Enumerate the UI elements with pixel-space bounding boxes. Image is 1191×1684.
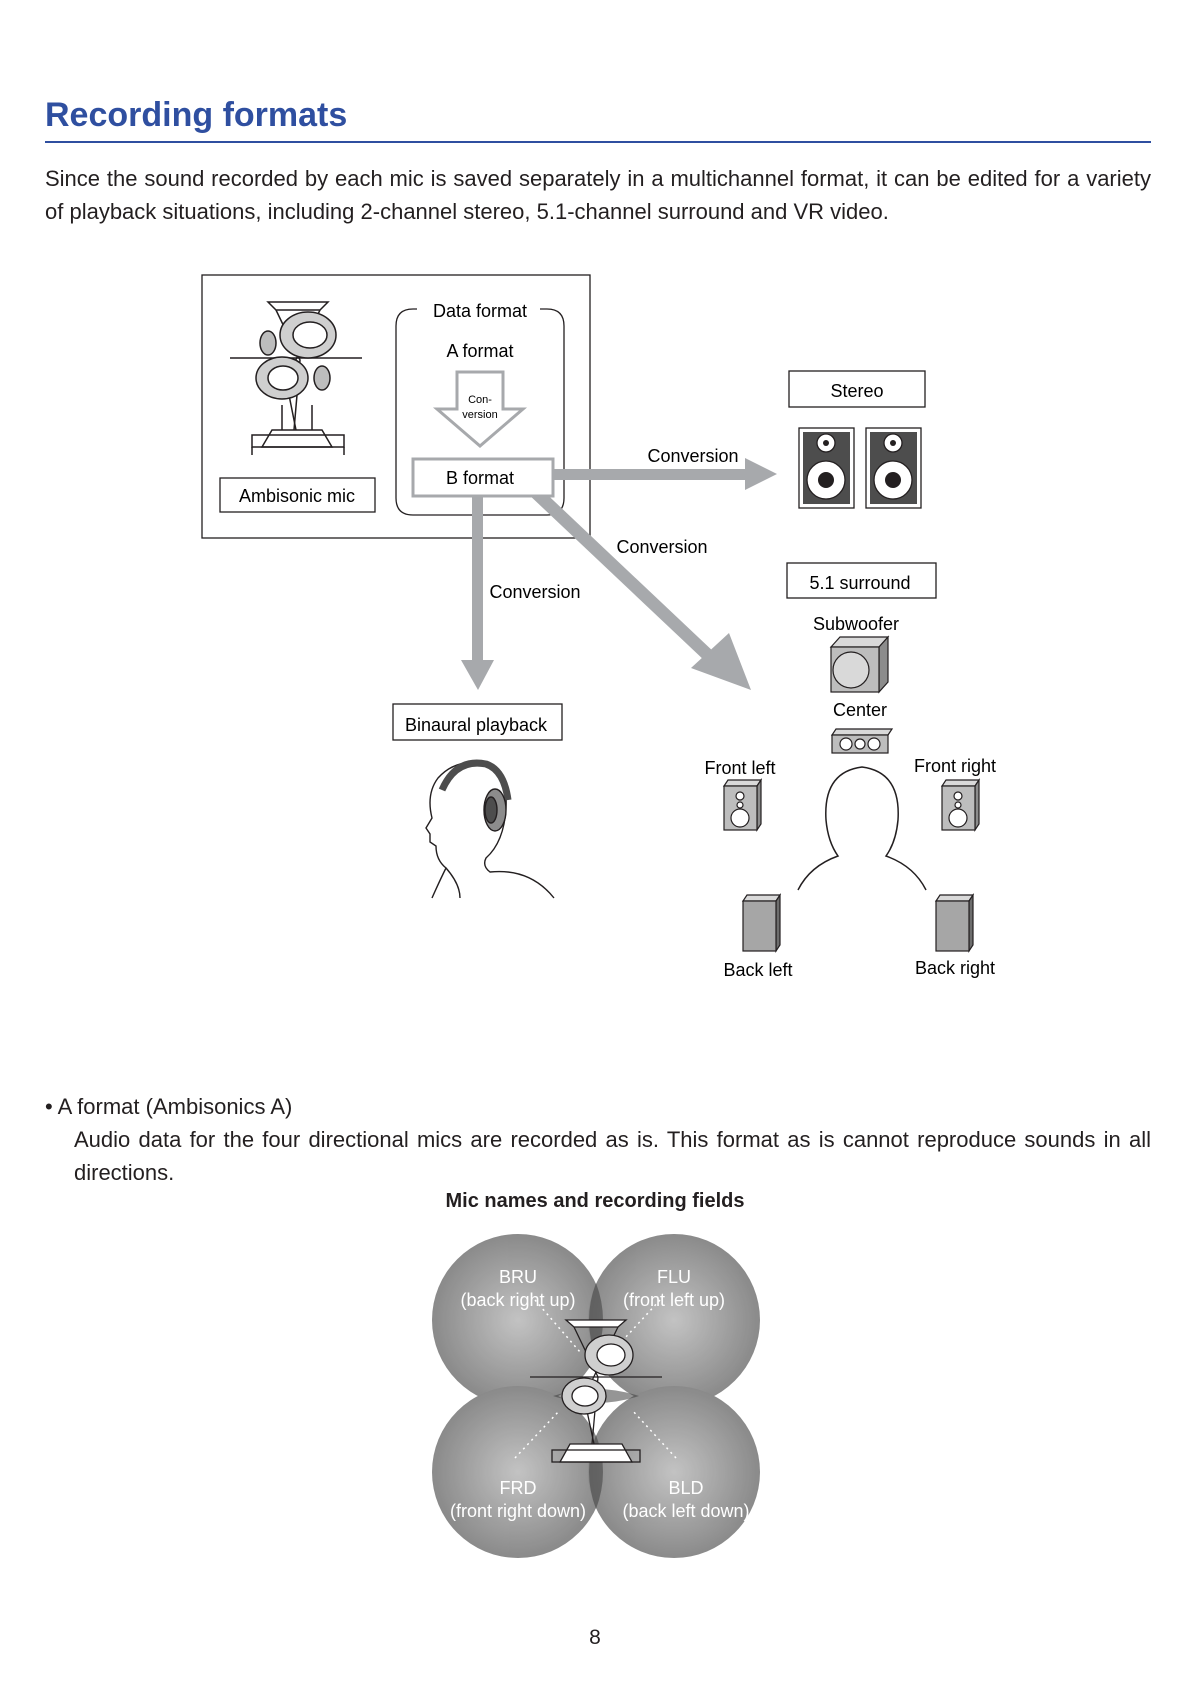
a-format-description: Audio data for the four directional mics… xyxy=(74,1127,1151,1185)
flu-desc: (front left up) xyxy=(623,1290,725,1310)
front-right-label: Front right xyxy=(914,756,996,776)
frd-desc: (front right down) xyxy=(450,1501,586,1521)
ambisonic-mic-label-box xyxy=(219,477,376,513)
surround-label: 5.1 surround xyxy=(809,573,910,593)
back-right-label: Back right xyxy=(915,958,995,978)
page-title: Recording formats xyxy=(45,96,348,134)
front-right-speaker-icon xyxy=(940,778,981,832)
conversion-label-binaural: Conversion xyxy=(489,582,580,602)
center-speaker-icon xyxy=(830,728,894,754)
ambisonic-mic-label: Ambisonic mic xyxy=(239,486,355,506)
conversion-label-stereo: Conversion xyxy=(647,446,738,466)
flu-label: FLU xyxy=(657,1267,691,1287)
bld-field xyxy=(588,1386,760,1558)
center-label: Center xyxy=(833,700,887,720)
arrow-to-stereo-head xyxy=(745,458,777,490)
mic-recording-fields-figure: BRU (back right up) FLU (front left up) … xyxy=(432,1234,760,1558)
bld-label: BLD xyxy=(668,1478,703,1498)
arrow-to-binaural-shaft xyxy=(472,497,483,662)
a-format-label: A format xyxy=(446,341,513,361)
conversion-label-surround: Conversion xyxy=(616,537,707,557)
listener-head-icon xyxy=(797,766,927,891)
b-format-label: B format xyxy=(446,468,514,488)
headphones-listener-icon xyxy=(425,759,555,899)
title-divider xyxy=(45,141,1151,143)
bru-desc: (back right up) xyxy=(460,1290,575,1310)
front-left-speaker-icon xyxy=(722,778,763,832)
page-number: 8 xyxy=(589,1626,601,1649)
stereo-label: Stereo xyxy=(830,381,883,401)
mic-center-icon xyxy=(530,1319,662,1463)
front-left-label: Front left xyxy=(704,758,775,778)
back-left-label: Back left xyxy=(723,960,792,980)
conversion-arrows xyxy=(461,458,777,690)
conversion-small-line2: version xyxy=(462,409,497,421)
arrow-to-stereo-shaft xyxy=(550,469,745,480)
bld-desc: (back left down) xyxy=(622,1501,749,1521)
binaural-label: Binaural playback xyxy=(405,715,548,735)
back-right-speaker-icon xyxy=(934,893,975,953)
subwoofer-icon xyxy=(829,635,890,694)
stereo-speakers-icon xyxy=(798,427,922,509)
data-format-label: Data format xyxy=(433,301,527,321)
a-to-b-conversion-arrow xyxy=(432,370,528,448)
subwoofer-label: Subwoofer xyxy=(813,614,899,634)
frd-field xyxy=(432,1386,604,1558)
back-left-speaker-icon xyxy=(741,893,782,953)
ambisonic-mic-icon xyxy=(230,301,362,455)
binaural-label-box xyxy=(392,703,563,741)
recording-formats-diagram: Ambisonic mic Data format A format Con- … xyxy=(201,274,996,980)
a-format-bullet: • A format (Ambisonics A) xyxy=(45,1094,293,1119)
arrow-to-surround-shaft xyxy=(526,484,716,662)
bru-label: BRU xyxy=(499,1267,537,1287)
arrow-to-binaural-head xyxy=(461,660,494,690)
bru-field xyxy=(432,1234,604,1406)
frd-label: FRD xyxy=(500,1478,537,1498)
stereo-label-box xyxy=(788,370,926,408)
arrow-to-surround-head xyxy=(691,633,751,690)
intro-paragraph: Since the sound recorded by each mic is … xyxy=(45,166,1151,224)
surround-label-box xyxy=(786,562,937,599)
mic-fields-figure-title: Mic names and recording fields xyxy=(445,1190,745,1212)
mic-group-box xyxy=(201,274,591,539)
b-format-box xyxy=(411,457,555,498)
conversion-small-line1: Con- xyxy=(468,394,492,406)
